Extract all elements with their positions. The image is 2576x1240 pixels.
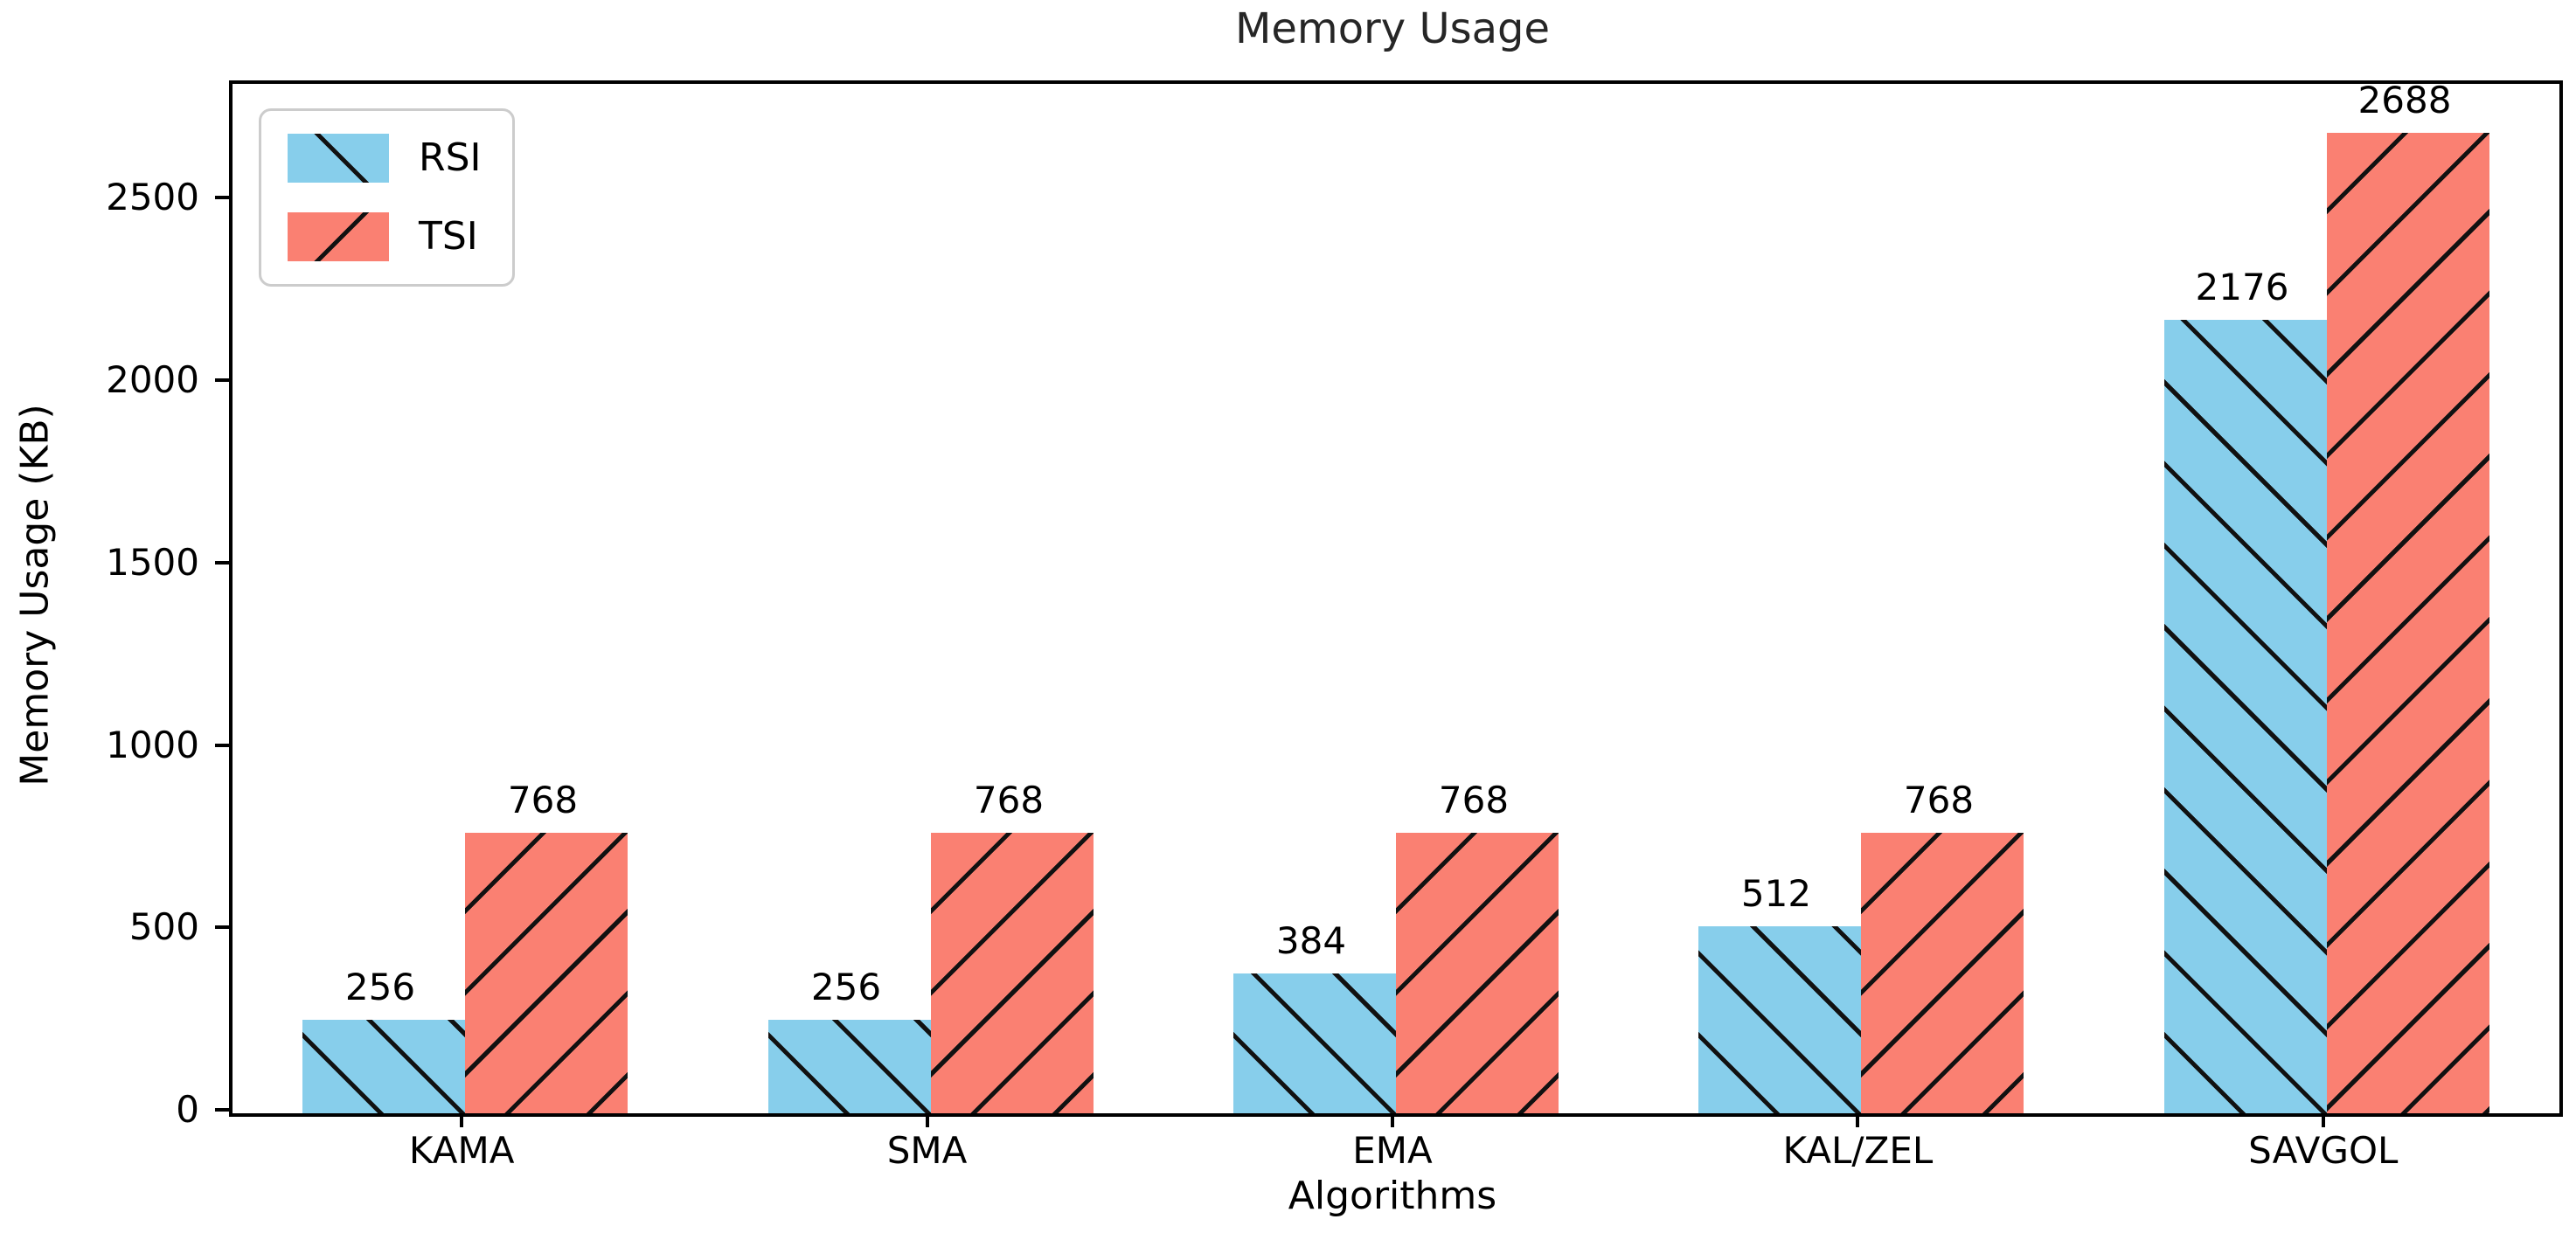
bar-tsi-4 [1861,833,2024,1113]
legend-label: RSI [419,135,482,180]
x-tick-label: SAVGOL [2248,1129,2399,1172]
legend-swatch-tsi [288,212,389,261]
bar-value-label: 512 [1740,872,1812,915]
bar-value-label: 768 [973,779,1045,821]
plot-area: RSI TSI [229,80,2563,1117]
y-tick [215,378,229,383]
bar-rsi-2 [768,1020,931,1113]
x-tick-label: KAMA [408,1129,515,1172]
legend: RSI TSI [259,108,516,287]
bar-value-label: 768 [1438,779,1510,821]
x-tick [1391,1113,1394,1127]
y-tick-label: 1500 [106,540,199,584]
bar-rsi-1 [302,1020,465,1113]
y-tick-label: 2500 [106,176,199,219]
x-tick [1856,1113,1860,1127]
bar-value-label: 256 [344,966,416,1008]
legend-label: TSI [419,214,478,259]
x-tick [460,1113,464,1127]
legend-item-tsi: TSI [288,212,481,261]
x-tick-label: EMA [1352,1129,1433,1172]
chart-title: Memory Usage [1234,4,1551,53]
y-tick [215,925,229,930]
x-tick-label: KAL/ZEL [1782,1129,1934,1172]
y-tick [215,560,229,565]
bar-value-label: 2176 [2195,266,2289,308]
x-axis-title: Algorithms [1288,1174,1497,1218]
y-tick-label: 500 [128,905,199,949]
bar-value-label: 2688 [2357,79,2452,121]
bar-value-label: 768 [507,779,579,821]
legend-item-rsi: RSI [288,134,481,183]
bar-value-label: 384 [1275,919,1347,962]
bar-value-label: 768 [1903,779,1975,821]
y-tick [215,196,229,200]
x-tick [2321,1113,2325,1127]
bar-rsi-3 [1233,973,1396,1113]
bar-tsi-3 [1396,833,1559,1113]
y-tick-label: 1000 [106,723,199,766]
y-tick [215,1108,229,1112]
bar-tsi-1 [465,833,628,1113]
x-tick [925,1113,929,1127]
y-tick-label: 0 [176,1088,199,1131]
bar-rsi-5 [2164,320,2327,1113]
bar-tsi-2 [931,833,1094,1113]
bar-rsi-4 [1698,926,1861,1113]
bar-value-label: 256 [810,966,882,1008]
legend-swatch-rsi [288,134,389,183]
y-tick [215,743,229,747]
y-tick-label: 2000 [106,358,199,402]
x-tick-label: SMA [886,1129,968,1172]
bar-tsi-5 [2327,133,2489,1113]
